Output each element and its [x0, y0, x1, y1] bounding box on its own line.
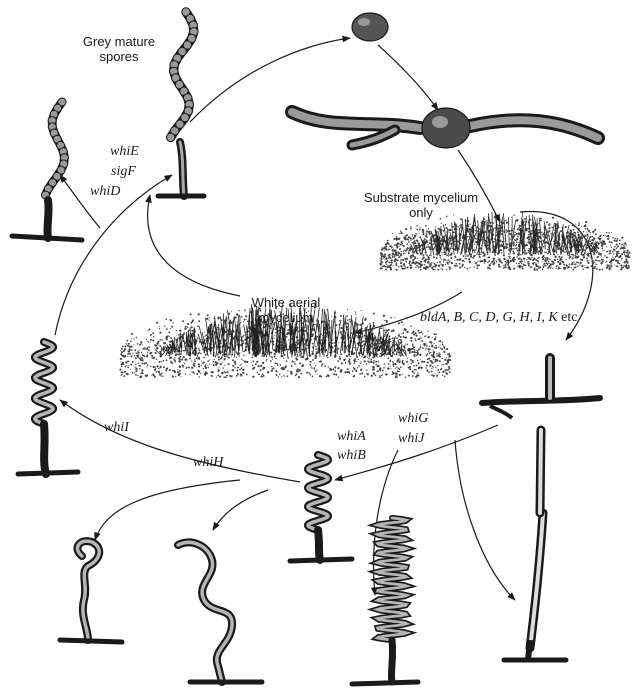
aerial-label-line2: mycelium [259, 310, 314, 325]
arrow-whiAB-to-whiI-mutant [60, 400, 300, 482]
grey-spores-label-line2: spores [99, 49, 138, 64]
gene-whiI: whiI [104, 419, 129, 436]
gene-whiB: whiB [337, 447, 366, 464]
gene-whiA: whiA [337, 428, 366, 445]
grey-spores-label-line1: Grey mature [83, 34, 155, 49]
arrow-aerial-to-grey-spores [148, 195, 240, 296]
gene-whiE: whiE [110, 143, 139, 160]
gene-whiH: whiH [193, 454, 223, 471]
bld-genes-label: bldA, B, C, D, G, H, I, K etc [420, 309, 578, 326]
germinating-spore-illustration [292, 108, 598, 148]
gene-whiD: whiD [90, 183, 120, 200]
substrate-mycelium-illustration [379, 212, 630, 271]
gene-whiJ: whiJ [398, 430, 424, 447]
gene-sigF: sigF [111, 163, 136, 180]
arrow-spore-to-germination [378, 45, 438, 110]
grey-spore-chain-illustration [167, 8, 199, 196]
aerial-mycelium-label: White aerial mycelium [236, 295, 336, 325]
substrate-label-line2: only [409, 205, 433, 220]
early-aerial-hypha-illustration [482, 358, 600, 418]
aerial-label-line1: White aerial [252, 295, 321, 310]
arrow-to-straight-hypha-mutant [455, 440, 515, 600]
gene-bld-etc: etc [561, 310, 577, 325]
free-spore-illustration [352, 13, 388, 41]
arrow-to-whiH-mutant-left [95, 480, 240, 540]
gene-bld-list: bldA, B, C, D, G, H, I, K [420, 310, 558, 325]
grey-spores-label: Grey mature spores [76, 34, 162, 64]
arrow-spores-to-germinating-spore [190, 38, 350, 122]
substrate-label-line1: Substrate mycelium [364, 190, 478, 205]
straight-hypha-mutant-illustration [504, 430, 566, 660]
arrow-to-whiH-mutant-middle [213, 490, 268, 530]
whiE-mutant-illustration [42, 98, 69, 238]
substrate-mycelium-label: Substrate mycelium only [356, 190, 486, 220]
gene-whiG: whiG [398, 410, 428, 427]
whiE-mutant-base-hypha [12, 236, 82, 240]
